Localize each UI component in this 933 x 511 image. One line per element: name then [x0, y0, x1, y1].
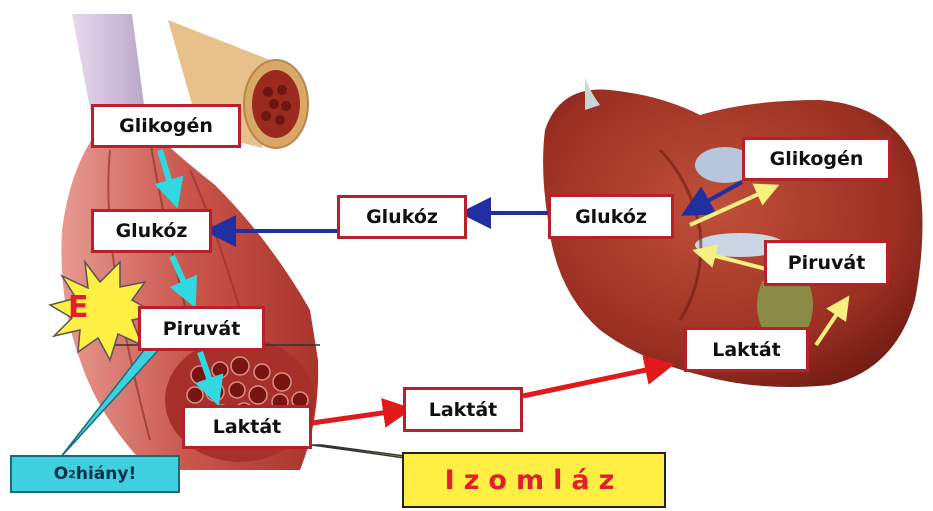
liver-laktat-label: Laktát: [684, 327, 809, 372]
oxygen-symbol: O: [54, 464, 68, 484]
muscle-piruvat-label: Piruvát: [138, 306, 265, 351]
muscle-glukoz-label: Glukóz: [91, 209, 212, 253]
muscle-glikogen-label: Glikogén: [91, 104, 241, 148]
liver-glukoz-label: Glukóz: [548, 194, 674, 239]
arrow-muscle-laktat-to-blood: [312, 410, 403, 423]
blood-glukoz-label: Glukóz: [337, 195, 467, 239]
energy-label: E: [68, 290, 89, 325]
arrow-blood-laktat-to-liver: [523, 366, 665, 396]
deficiency-text: hiány!: [76, 464, 136, 484]
muscle-laktat-label: Laktát: [182, 405, 312, 449]
izomlaz-result-box: Izomláz: [402, 452, 666, 508]
liver-piruvat-label: Piruvát: [764, 240, 889, 286]
oxygen-subscript: 2: [68, 468, 76, 481]
blood-laktat-label: Laktát: [403, 387, 523, 432]
liver-glikogen-label: Glikogén: [742, 137, 891, 181]
